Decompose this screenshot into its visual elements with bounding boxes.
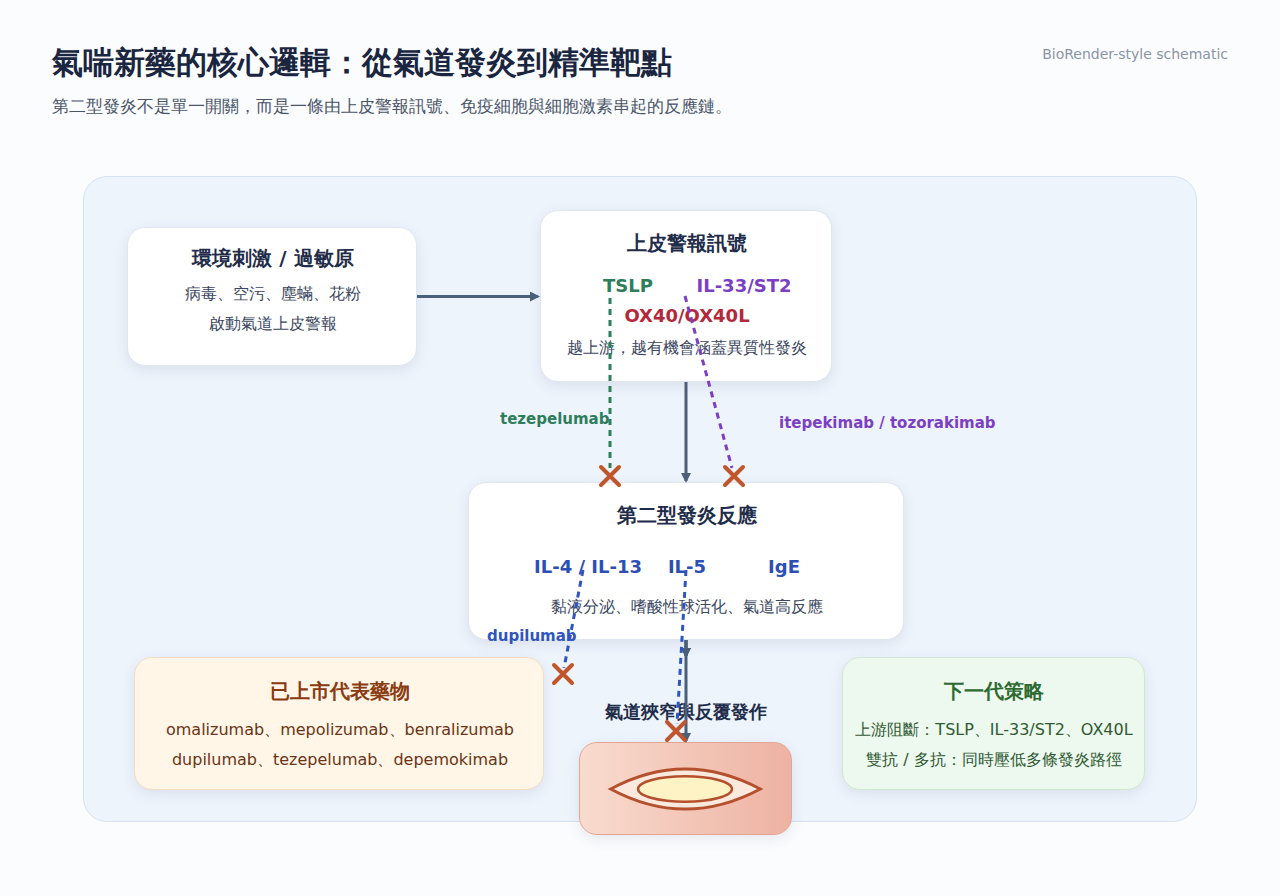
cytokine-name: IgE [768, 556, 800, 578]
inhibitor-line [564, 570, 583, 668]
watermark: BioRender-style schematic [1042, 46, 1228, 63]
node-heading: 氣道狹窄與反覆發作 [605, 701, 767, 723]
node-heading: 第二型發炎反應 [617, 503, 757, 527]
drug-label: itepekimab / tozorakimab [779, 414, 996, 432]
node-box: 環境刺激 / 過敏原病毒、空污、塵蟎、花粉啟動氣道上皮警報 [127, 227, 417, 366]
block-mark [554, 665, 572, 683]
strategy-line: 上游阻斷：TSLP、IL-33/ST2、OX40L [855, 720, 1132, 739]
drug-list: omalizumab、mepolizumab、benralizumab [166, 720, 514, 739]
title: 氣喘新藥的核心邏輯：從氣道發炎到精準靶點 [52, 44, 672, 81]
node-box: 已上市代表藥物 omalizumab、mepolizumab、benralizum… [134, 657, 544, 790]
node-box: 第二型發炎反應 IL-4 / IL-13 IL-5 IgE 黏液分泌、嗜酸性球活化、氣道… [468, 482, 904, 640]
node-body: 黏液分泌、嗜酸性球活化、氣道高反應 [551, 597, 823, 616]
target-name: OX40/OX40L [624, 305, 749, 327]
flow-arrow [417, 295, 538, 298]
inhibitor-line [685, 296, 732, 468]
drug-label: dupilumab [487, 627, 577, 645]
cytokine-name: IL-4 / IL-13 [534, 556, 642, 578]
block-mark [601, 467, 619, 485]
edges-layer [417, 297, 686, 742]
airway-lumen [638, 776, 732, 801]
node-heading: 上皮警報訊號 [627, 231, 747, 255]
node-body: 越上游，越有機會涵蓋異質性發炎 [567, 338, 807, 357]
node-box: 下一代策略上游阻斷：TSLP、IL-33/ST2、OX40L 雙抗 / 多抗：同時… [842, 657, 1145, 790]
node-body: 病毒、空污、塵蟎、花粉 [185, 284, 361, 303]
target-name: TSLP [603, 275, 653, 297]
cytokine-name: IL-5 [668, 556, 706, 578]
flow-arrow [685, 640, 688, 741]
drug-list: dupilumab、tezepelumab、depemokimab [172, 750, 508, 769]
drug-label: tezepelumab [500, 410, 609, 428]
flow-arrow [685, 640, 688, 656]
flow-arrow [685, 382, 688, 481]
node-heading: 下一代策略 [944, 679, 1044, 703]
node-box: 氣道狹窄與反覆發作 [579, 742, 792, 835]
airway-illustration [580, 743, 791, 834]
airway-wall [611, 769, 761, 809]
block-mark [725, 467, 743, 485]
flow-arrow [685, 640, 688, 656]
inhibitor-lines [564, 296, 732, 724]
node-body: 啟動氣道上皮警報 [209, 314, 337, 333]
inhibitor-line [609, 298, 612, 468]
caption: 第二型發炎不是單一開關，而是一條由上皮警報訊號、免疫細胞與細胞激素串起的反應鏈。 [52, 96, 732, 116]
inhibitor-line [677, 570, 686, 724]
node-heading: 環境刺激 / 過敏原 [192, 246, 353, 270]
block-mark [667, 722, 685, 740]
node-heading: 已上市代表藥物 [270, 679, 410, 703]
node-box: 上皮警報訊號 TSLP IL-33/ST2OX40/OX40L 越上游，越有機會涵蓋異… [540, 210, 832, 382]
strategy-line: 雙抗 / 多抗：同時壓低多條發炎路徑 [866, 750, 1122, 769]
block-marks [554, 467, 743, 740]
target-name: IL-33/ST2 [696, 275, 791, 297]
